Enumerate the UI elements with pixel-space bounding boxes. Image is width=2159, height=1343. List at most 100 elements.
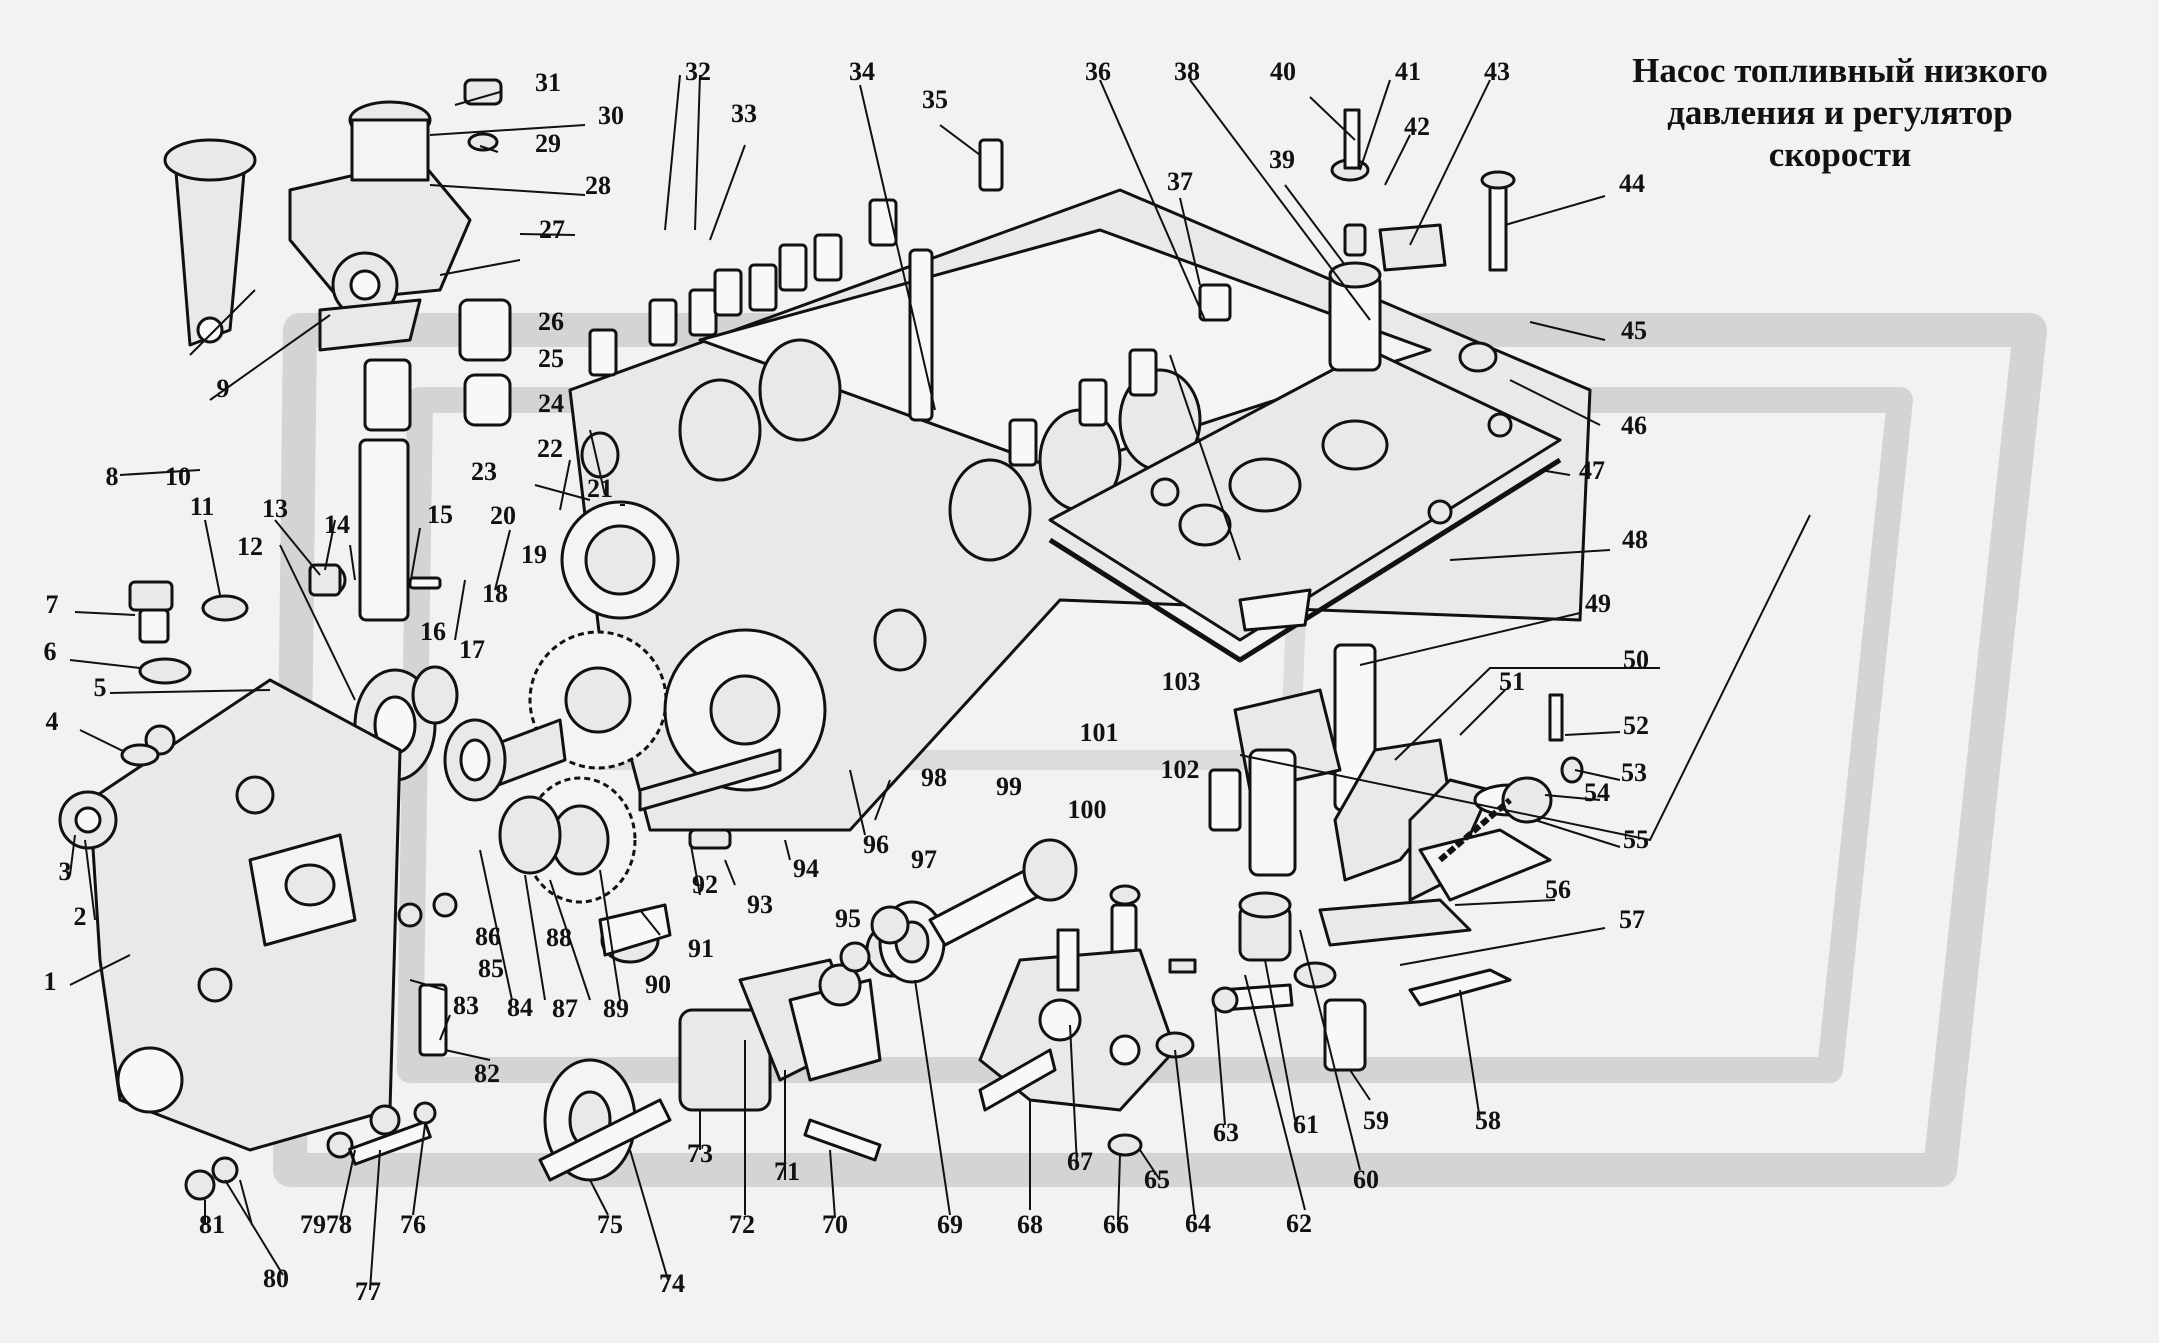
callout-44: 44 (1619, 169, 1645, 198)
plunger-springs (588, 138, 1232, 467)
callout-11: 11 (190, 492, 215, 521)
callout-99: 99 (996, 772, 1022, 801)
callout-62: 62 (1286, 1209, 1312, 1238)
callout-12: 12 (237, 532, 263, 561)
callout-25: 25 (538, 344, 564, 373)
callout-103: 103 (1162, 667, 1201, 696)
callout-79: 79 (300, 1210, 326, 1239)
callout-17: 17 (459, 635, 485, 664)
callout-66: 66 (1103, 1210, 1129, 1239)
callout-87: 87 (552, 994, 578, 1023)
callout-39: 39 (1269, 145, 1295, 174)
callout-49: 49 (1585, 589, 1611, 618)
callout-33: 33 (731, 99, 757, 128)
callout-36: 36 (1085, 57, 1111, 86)
front-housing (58, 678, 402, 1152)
callout-72: 72 (729, 1210, 755, 1239)
callout-55: 55 (1623, 825, 1649, 854)
callout-58: 58 (1475, 1106, 1501, 1135)
callout-96: 96 (863, 830, 889, 859)
callout-89: 89 (603, 994, 629, 1023)
callout-86: 86 (475, 922, 501, 951)
callout-84: 84 (507, 993, 533, 1022)
callout-95: 95 (835, 904, 861, 933)
callout-48: 48 (1622, 525, 1648, 554)
callout-80: 80 (263, 1264, 289, 1293)
callout-43: 43 (1484, 57, 1510, 86)
callout-85: 85 (478, 954, 504, 983)
callout-47: 47 (1579, 456, 1605, 485)
callout-28: 28 (585, 171, 611, 200)
callout-26: 26 (538, 307, 564, 336)
callout-68: 68 (1017, 1210, 1043, 1239)
governor-parts (1208, 108, 1584, 1072)
callout-71: 71 (774, 1157, 800, 1186)
diagram-title: Насос топливный низкого давления и регул… (1580, 50, 2100, 176)
callout-74: 74 (659, 1269, 685, 1298)
callout-56: 56 (1545, 875, 1571, 904)
callout-81: 81 (199, 1210, 225, 1239)
callout-69: 69 (937, 1210, 963, 1239)
callout-50: 50 (1623, 645, 1649, 674)
callout-21: 21 (587, 474, 613, 503)
callout-7: 7 (46, 590, 59, 619)
callout-38: 38 (1174, 57, 1200, 86)
small-parts-left (120, 563, 342, 767)
callout-40: 40 (1270, 57, 1296, 86)
lower-centre-parts (184, 828, 1294, 1201)
callout-78: 78 (326, 1210, 352, 1239)
callout-45: 45 (1621, 316, 1647, 345)
callout-29: 29 (535, 129, 561, 158)
callout-32: 32 (685, 57, 711, 86)
callout-35: 35 (922, 85, 948, 114)
callout-67: 67 (1067, 1147, 1093, 1176)
callout-83: 83 (453, 991, 479, 1020)
callout-61: 61 (1293, 1110, 1319, 1139)
valve-springs (313, 298, 512, 622)
callout-52: 52 (1623, 711, 1649, 740)
callout-4: 4 (46, 707, 59, 736)
primer-pump (163, 78, 503, 352)
callout-101: 101 (1080, 718, 1119, 747)
callout-6: 6 (44, 637, 57, 666)
callout-75: 75 (597, 1210, 623, 1239)
callout-59: 59 (1363, 1106, 1389, 1135)
callout-42: 42 (1404, 112, 1430, 141)
callout-8: 8 (106, 462, 119, 491)
callout-5: 5 (94, 673, 107, 702)
callout-63: 63 (1213, 1118, 1239, 1147)
callout-31: 31 (535, 68, 561, 97)
callout-9: 9 (217, 374, 230, 403)
callout-53: 53 (1621, 758, 1647, 787)
callout-77: 77 (355, 1277, 381, 1306)
callout-15: 15 (427, 500, 453, 529)
callout-27: 27 (539, 215, 565, 244)
callout-90: 90 (645, 970, 671, 999)
callout-76: 76 (400, 1210, 426, 1239)
callout-13: 13 (262, 494, 288, 523)
callout-23: 23 (471, 457, 497, 486)
callout-64: 64 (1185, 1209, 1211, 1238)
callout-41: 41 (1395, 57, 1421, 86)
callout-91: 91 (688, 934, 714, 963)
callout-82: 82 (474, 1059, 500, 1088)
title-line-2: давления и регулятор (1667, 93, 2013, 132)
parts-drawing (58, 78, 1592, 1201)
callout-2: 2 (74, 902, 87, 931)
callout-57: 57 (1619, 905, 1645, 934)
callout-20: 20 (490, 501, 516, 530)
callout-19: 19 (521, 540, 547, 569)
leader-lines (69, 74, 1811, 1291)
callout-1: 1 (44, 967, 57, 996)
callout-54: 54 (1584, 778, 1610, 807)
callout-22: 22 (537, 434, 563, 463)
callout-94: 94 (793, 854, 819, 883)
callout-14: 14 (324, 510, 350, 539)
callout-10: 10 (165, 462, 191, 491)
callout-30: 30 (598, 101, 624, 130)
callout-3: 3 (59, 857, 72, 886)
callout-102: 102 (1161, 755, 1200, 784)
